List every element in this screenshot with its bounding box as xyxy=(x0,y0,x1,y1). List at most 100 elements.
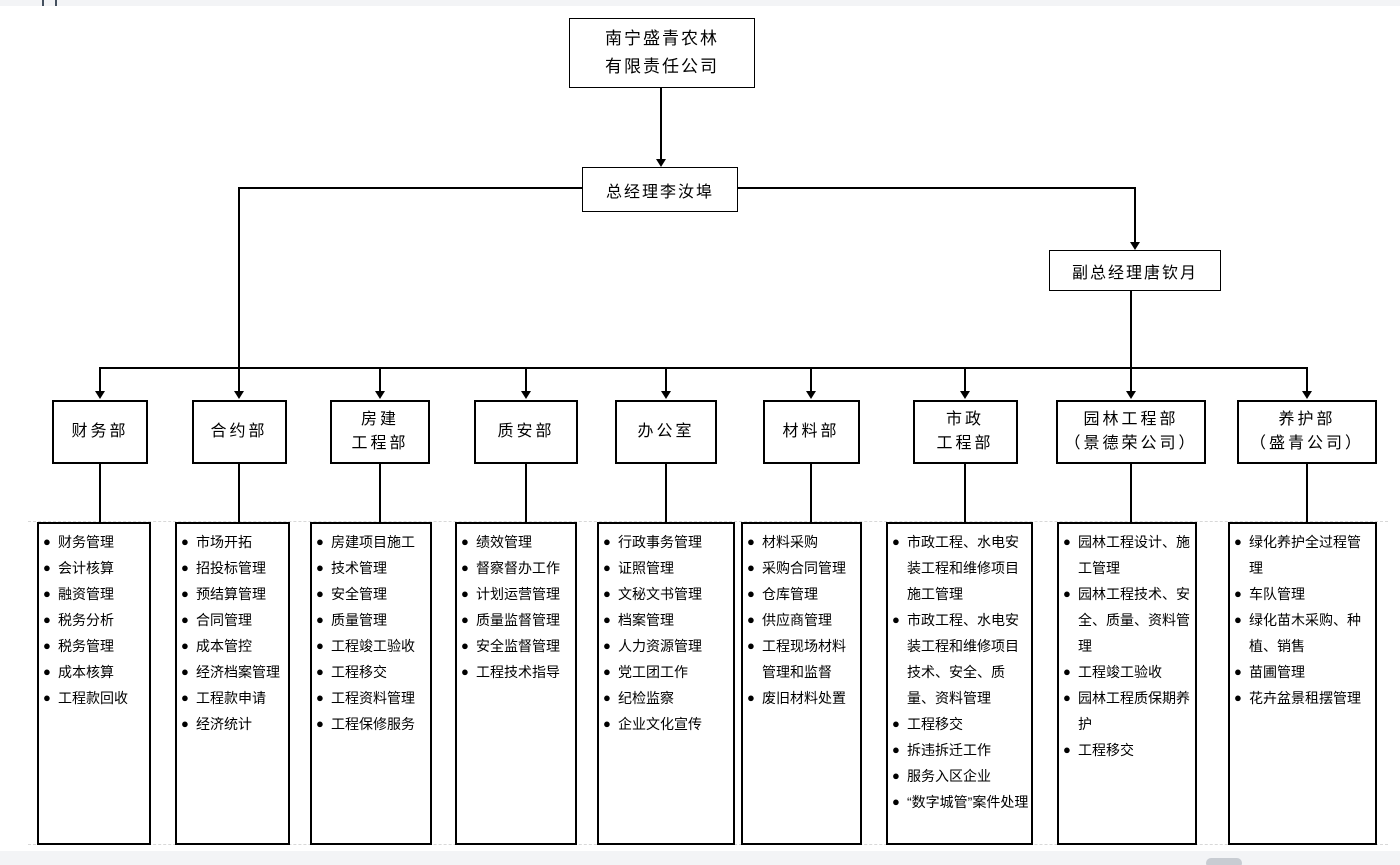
connector-line xyxy=(1134,187,1136,243)
arrow-down-icon xyxy=(375,391,385,399)
connector-line xyxy=(99,368,101,392)
general-manager-box: 总经理李汝埠 xyxy=(582,167,738,212)
table-gridline xyxy=(28,521,1388,522)
arrow-down-icon xyxy=(234,391,244,399)
duty-item: ●财务管理 xyxy=(43,529,147,555)
horizontal-scrollbar-track[interactable] xyxy=(0,851,1400,865)
deputy-manager-label: 副总经理唐钦月 xyxy=(1071,264,1198,282)
duty-item: ●工程款回收 xyxy=(43,685,147,711)
duty-text: 工程款回收 xyxy=(58,690,128,706)
dept-name: 市政 xyxy=(945,411,984,428)
duty-list-finance: ●财务管理●会计核算●融资管理●税务分析●税务管理●成本核算●工程款回收 xyxy=(37,522,151,845)
duty-text: 质量监督管理 xyxy=(476,612,560,628)
bullet-icon: ● xyxy=(461,586,469,601)
duty-text: 工程移交 xyxy=(1078,742,1134,758)
duty-text: 材料采购 xyxy=(762,534,818,550)
arrow-down-icon xyxy=(1302,391,1312,399)
bullet-icon: ● xyxy=(603,560,611,575)
top-chrome-bar xyxy=(0,0,1400,6)
duty-item: ●工程竣工验收 xyxy=(1063,659,1193,685)
duty-text: 工程移交 xyxy=(907,716,963,732)
duty-list-quality-safety: ●绩效管理●督察督办工作●计划运营管理●质量监督管理●安全监督管理●工程技术指导 xyxy=(455,522,577,845)
connector-line xyxy=(379,368,381,392)
duty-item: ●人力资源管理 xyxy=(603,633,731,659)
bullet-icon: ● xyxy=(747,690,755,705)
bullet-icon: ● xyxy=(1234,586,1242,601)
duty-item: ●供应商管理 xyxy=(747,607,858,633)
duty-text: 成本核算 xyxy=(58,664,114,680)
dept-box-finance: 财务部 xyxy=(52,400,148,464)
duty-text: 园林工程设计、施工管理 xyxy=(1078,534,1190,576)
duty-text: 融资管理 xyxy=(58,586,114,602)
duty-text: 税务分析 xyxy=(58,612,114,628)
duty-item: ●行政事务管理 xyxy=(603,529,731,555)
duty-text: 工程移交 xyxy=(331,664,387,680)
duty-text: 计划运营管理 xyxy=(476,586,560,602)
bullet-icon: ● xyxy=(892,612,900,627)
dept-box-quality-safety: 质安部 xyxy=(474,400,578,464)
duty-item: ●安全管理 xyxy=(316,581,428,607)
duty-text: 行政事务管理 xyxy=(618,534,702,550)
duty-item: ●绩效管理 xyxy=(461,529,573,555)
duty-item: ●督察督办工作 xyxy=(461,555,573,581)
duty-item: ●工程保修服务 xyxy=(316,711,428,737)
bullet-icon: ● xyxy=(316,534,324,549)
bullet-icon: ● xyxy=(603,612,611,627)
duty-item: ● 工程移交 xyxy=(892,711,1029,737)
duty-text: 会计核算 xyxy=(58,560,114,576)
bullet-icon: ● xyxy=(461,612,469,627)
duty-item: ●企业文化宣传 xyxy=(603,711,731,737)
duty-item: ●服务入区企业 xyxy=(892,763,1029,789)
connector-line xyxy=(238,462,240,522)
connector-line xyxy=(99,367,1308,369)
bullet-icon: ● xyxy=(1234,690,1242,705)
bullet-icon: ● xyxy=(1063,690,1071,705)
dept-box-municipal-engineering: 市政工程部 xyxy=(912,400,1018,464)
arrow-down-icon xyxy=(806,391,816,399)
dept-name: 工程部 xyxy=(936,435,994,452)
duty-item: ●经济档案管理 xyxy=(181,659,286,685)
dept-name: （盛青公司） xyxy=(1249,435,1364,452)
duty-list-landscape-engineering: ●园林工程设计、施工管理●园林工程技术、安全、质量、资料管理●工程竣工验收●园林… xyxy=(1057,522,1197,845)
duty-text: 供应商管理 xyxy=(762,612,832,628)
bullet-icon: ● xyxy=(181,690,189,705)
duty-item: ●绿化苗木采购、种植、销售 xyxy=(1234,607,1373,659)
duty-item: ●工程移交 xyxy=(1063,737,1193,763)
bullet-icon: ● xyxy=(603,586,611,601)
duty-item: ●工程技术指导 xyxy=(461,659,573,685)
bullet-icon: ● xyxy=(892,534,900,549)
bullet-icon: ● xyxy=(43,664,51,679)
bullet-icon: ● xyxy=(181,560,189,575)
connector-line xyxy=(665,462,667,522)
duty-text: 工程竣工验收 xyxy=(331,638,415,654)
duty-text: 车队管理 xyxy=(1249,586,1305,602)
bullet-icon: ● xyxy=(316,638,324,653)
duty-list-housing-engineering: ●房建项目施工●技术管理●安全管理●质量管理●工程竣工验收●工程移交●工程资料管… xyxy=(310,522,432,845)
duty-item: ●材料采购 xyxy=(747,529,858,555)
bullet-icon: ● xyxy=(1234,612,1242,627)
duty-text: “数字城管”案件处理 xyxy=(907,794,1029,810)
dept-box-housing-engineering: 房建工程部 xyxy=(330,400,430,464)
bullet-icon: ● xyxy=(1063,664,1071,679)
connector-line xyxy=(238,187,583,189)
connector-line xyxy=(660,87,662,160)
duty-item: ●市政工程、水电安装工程和维修项目技术、安全、质量、资料管理 xyxy=(892,607,1029,711)
duty-item: ●成本管控 xyxy=(181,633,286,659)
duty-item: ●拆违拆迁工作 xyxy=(892,737,1029,763)
duty-text: 仓库管理 xyxy=(762,586,818,602)
arrow-down-icon xyxy=(960,391,970,399)
bullet-icon: ● xyxy=(892,716,900,731)
duty-text: 经济统计 xyxy=(196,716,252,732)
dept-box-materials: 材料部 xyxy=(762,400,860,464)
duty-item: ●工程资料管理 xyxy=(316,685,428,711)
duty-item: ●证照管理 xyxy=(603,555,731,581)
connector-line xyxy=(964,368,966,392)
duty-item: ●招投标管理 xyxy=(181,555,286,581)
connector-line xyxy=(99,462,101,522)
bullet-icon: ● xyxy=(1234,534,1242,549)
duty-text: 拆违拆迁工作 xyxy=(907,742,991,758)
horizontal-scrollbar-thumb[interactable] xyxy=(1206,858,1242,865)
dept-box-landscape-engineering: 园林工程部（景德荣公司） xyxy=(1056,400,1206,464)
duty-text: 工程款申请 xyxy=(196,690,266,706)
bullet-icon: ● xyxy=(1063,586,1071,601)
